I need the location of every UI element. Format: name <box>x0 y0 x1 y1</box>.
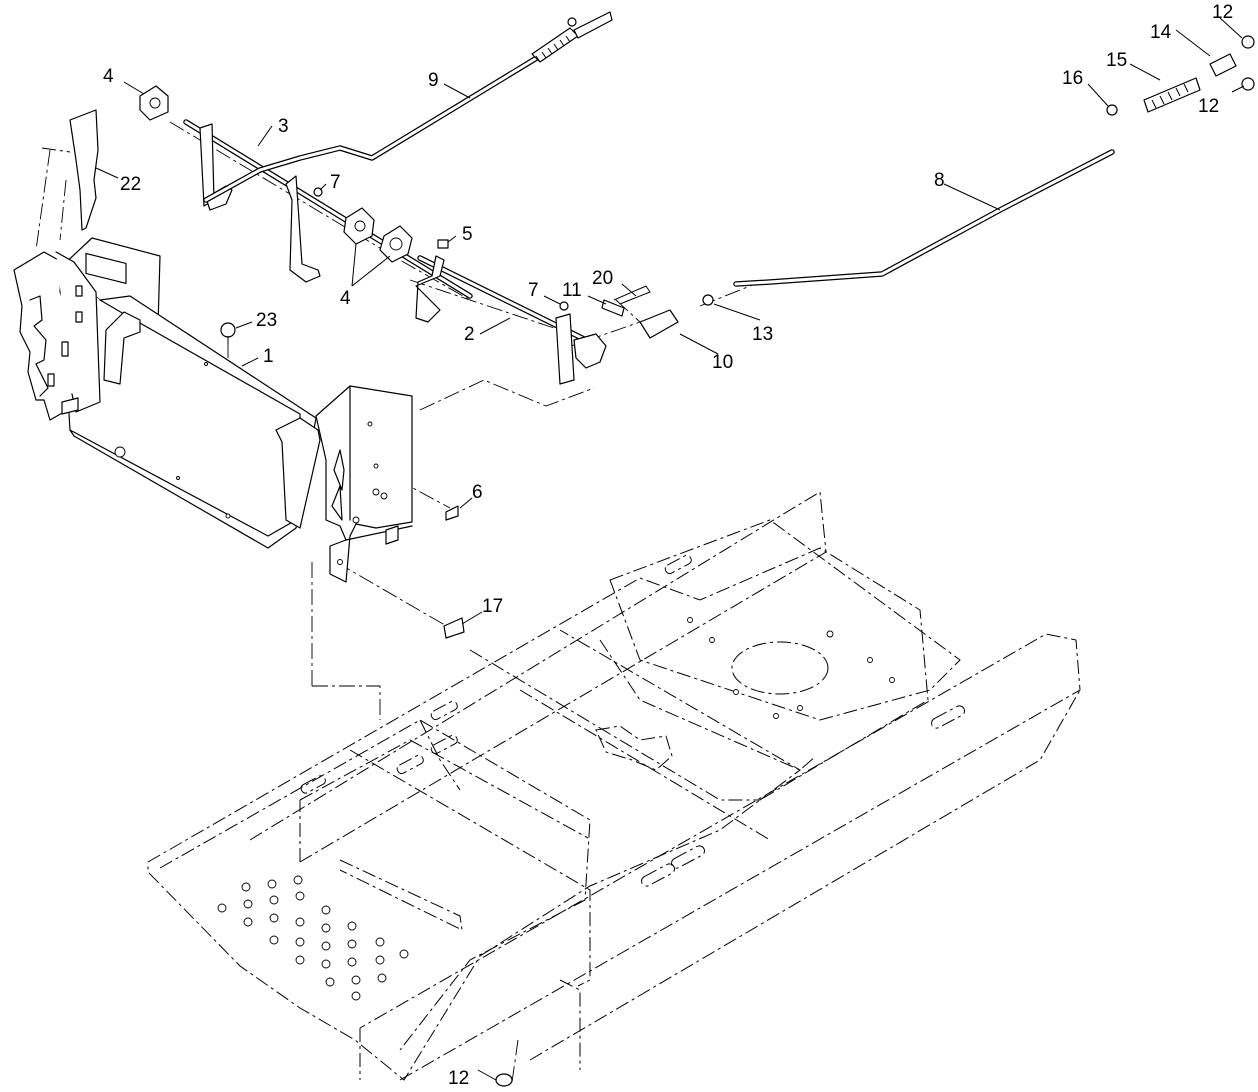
rod-part-8 <box>733 149 1115 287</box>
callout-12-top: 12 <box>1212 2 1233 23</box>
floor-pan-holes <box>217 617 895 1001</box>
callout-4-center: 4 <box>340 288 351 309</box>
callout-8: 8 <box>934 170 945 191</box>
callout-2: 2 <box>464 324 475 345</box>
callout-10: 10 <box>712 352 733 373</box>
callout-9: 9 <box>428 70 439 91</box>
cable-part-9 <box>203 11 613 203</box>
callout-16: 16 <box>1062 68 1083 89</box>
callout-7-upper: 7 <box>330 172 341 193</box>
callout-5: 5 <box>462 224 473 245</box>
bearing-flange-parts <box>139 85 413 263</box>
shaft-part-2 <box>415 255 607 385</box>
callout-14: 14 <box>1150 22 1172 43</box>
shaft-part-3 <box>183 119 473 299</box>
callout-labels: 1 2 3 4 4 5 6 7 7 8 9 10 11 12 12 12 13 … <box>103 2 1233 1089</box>
callout-11: 11 <box>562 280 582 301</box>
callout-15: 15 <box>1106 50 1127 71</box>
callout-3: 3 <box>278 116 289 137</box>
side-mount-plate <box>315 385 413 583</box>
callout-20: 20 <box>592 268 613 289</box>
control-panel-housing <box>13 237 321 549</box>
frame-assembly-phantom <box>147 491 1081 1081</box>
callout-12-bottom: 12 <box>448 1068 469 1089</box>
callout-22: 22 <box>120 174 141 195</box>
callout-4-top: 4 <box>103 66 114 87</box>
callout-17: 17 <box>482 596 503 617</box>
callout-7-lower: 7 <box>528 280 539 301</box>
hardware-parts <box>220 35 1255 1087</box>
leader-lines <box>95 17 1245 1081</box>
callout-1: 1 <box>263 346 274 367</box>
callout-6: 6 <box>472 482 483 503</box>
callout-12-right: 12 <box>1198 96 1219 117</box>
callout-13: 13 <box>752 324 773 345</box>
callout-23: 23 <box>256 310 277 331</box>
shield-part-22 <box>41 109 99 231</box>
